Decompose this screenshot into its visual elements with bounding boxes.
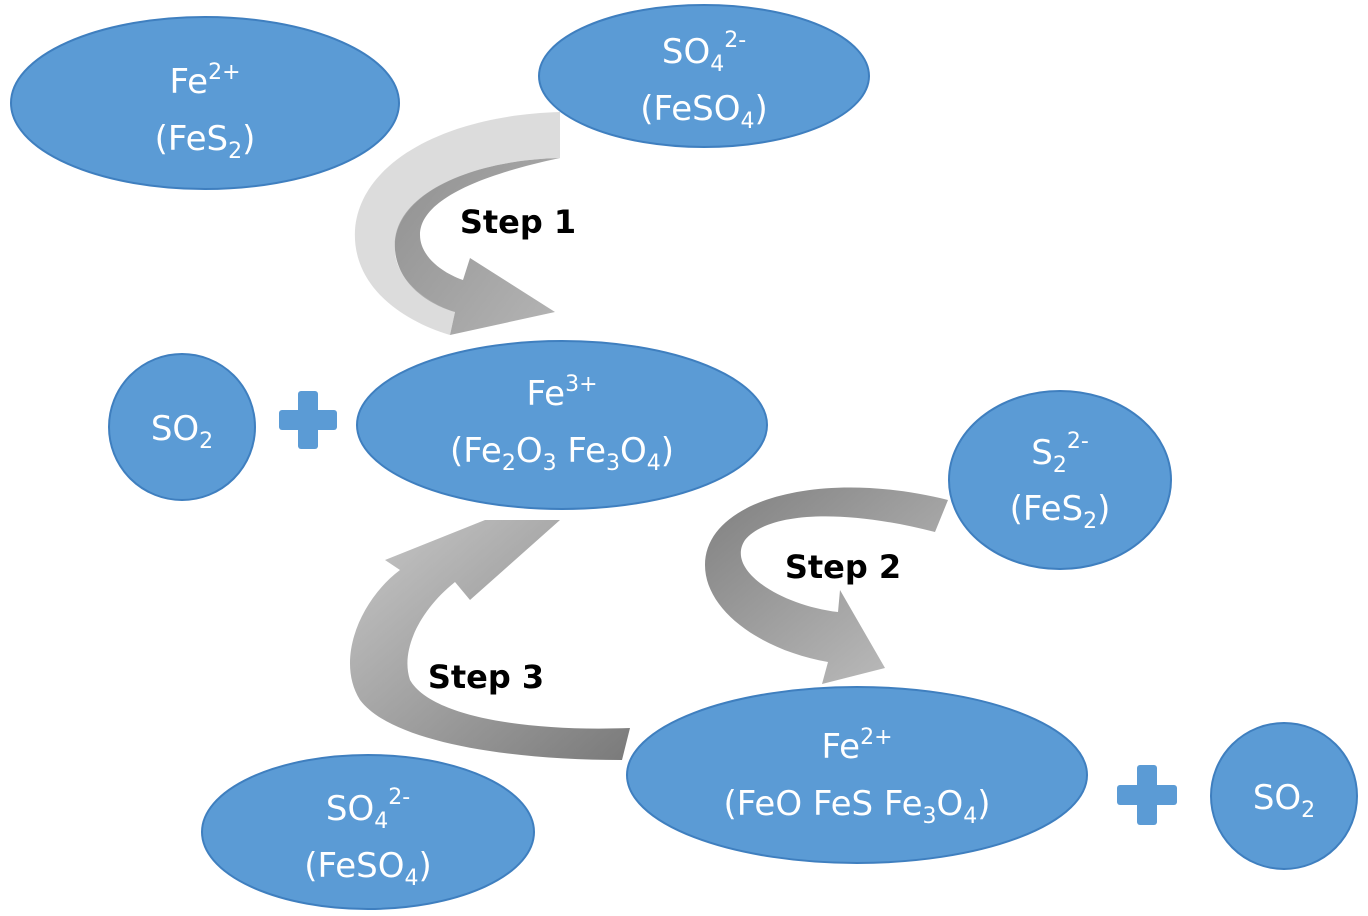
- plus-sign-left: [279, 391, 337, 449]
- step2-label: Step 2: [785, 548, 901, 586]
- fe2-fes2-node: Fe2+ (FeS2): [10, 16, 400, 190]
- step3-arrow: [349, 520, 630, 760]
- svg-text:SO42-: SO42-: [662, 28, 746, 77]
- svg-text:Fe2+: Fe2+: [821, 725, 892, 767]
- step2-arrow: [705, 487, 948, 684]
- svg-text:SO42-: SO42-: [326, 785, 410, 834]
- svg-text:SO2: SO2: [151, 409, 213, 454]
- svg-text:S22-: S22-: [1031, 429, 1089, 478]
- fe3-center-node: Fe3+ (Fe2O3 Fe3O4): [356, 340, 768, 510]
- svg-text:(Fe2O3 Fe3O4): (Fe2O3 Fe3O4): [450, 431, 674, 476]
- svg-text:(FeSO4): (FeSO4): [640, 89, 768, 134]
- fe2-bottom-node: Fe2+ (FeO FeS Fe3O4): [626, 686, 1088, 864]
- svg-text:Fe2+: Fe2+: [169, 60, 240, 102]
- svg-text:(FeSO4): (FeSO4): [304, 846, 432, 891]
- so2-left-node: SO2: [108, 353, 256, 501]
- svg-text:(FeS2): (FeS2): [1010, 489, 1111, 534]
- svg-text:(FeO FeS Fe3O4): (FeO FeS Fe3O4): [723, 784, 990, 829]
- so2-right-node: SO2: [1210, 722, 1358, 870]
- svg-text:(FeS2): (FeS2): [155, 119, 256, 164]
- step1-arrow: [394, 112, 560, 335]
- step1-label: Step 1: [460, 203, 576, 241]
- plus-sign-right: [1117, 765, 1177, 825]
- svg-text:SO2: SO2: [1253, 778, 1315, 823]
- so4-bottom-node: SO42- (FeSO4): [201, 754, 535, 910]
- step3-label: Step 3: [428, 658, 544, 696]
- svg-text:Fe3+: Fe3+: [526, 372, 597, 414]
- s2-right-node: S22- (FeS2): [948, 390, 1172, 570]
- so4-top-node: SO42- (FeSO4): [538, 4, 870, 148]
